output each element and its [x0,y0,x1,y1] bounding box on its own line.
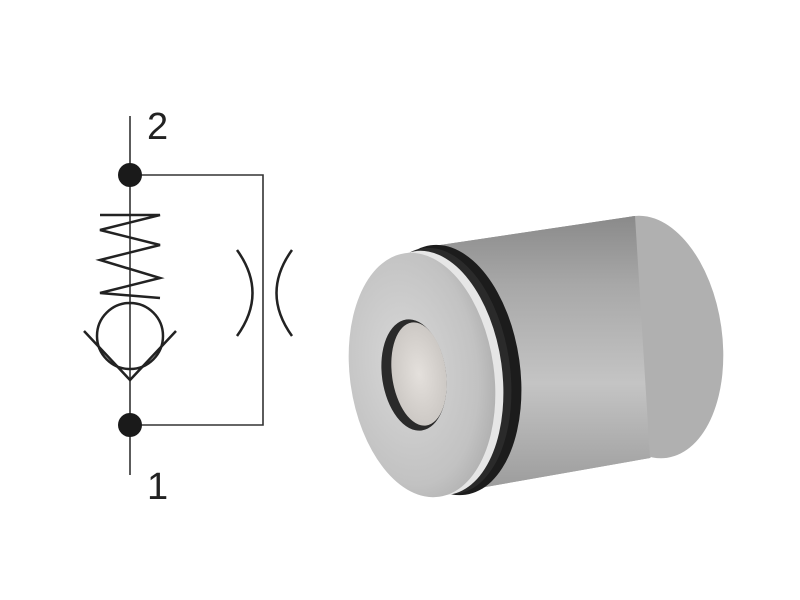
spring-icon [95,213,165,300]
bypass-line [130,174,264,426]
orifice-left-arc-icon [235,249,254,337]
orifice-right-arc-icon [275,249,294,337]
junction-dot-top [118,163,142,187]
port-label-2: 2 [147,106,169,148]
valve-seat-icon [83,330,177,382]
junction-dot-bottom [118,413,142,437]
port-label-1: 1 [147,466,169,508]
check-ball-icon [95,301,165,371]
